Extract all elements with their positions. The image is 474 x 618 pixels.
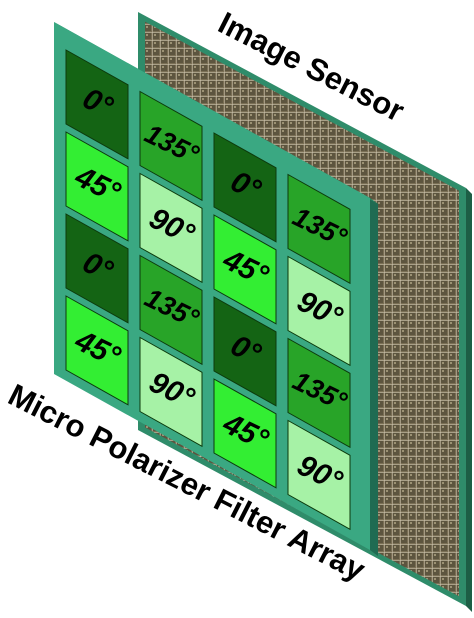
- filter-tile-surface: [287, 173, 351, 285]
- filter-tile-90deg: 90°: [287, 255, 351, 367]
- filter-tile-surface: [287, 255, 351, 367]
- filter-tile-0deg: 0°: [65, 213, 129, 324]
- filter-tile-135deg: 135°: [139, 254, 204, 366]
- filter-tile-0deg: 0°: [213, 132, 277, 243]
- filter-tile-surface: [287, 419, 351, 531]
- filter-tile-surface: [65, 49, 129, 160]
- filter-tile-45deg: 45°: [213, 214, 277, 325]
- filter-tile-0deg: 0°: [65, 49, 129, 160]
- filter-tile-surface: [139, 336, 203, 448]
- filter-tiles: 0°135°0°135°45°90°45°90°0°135°0°135°45°9…: [65, 49, 352, 531]
- filter-tile-surface: [213, 214, 277, 325]
- filter-tile-0deg: 0°: [213, 296, 277, 407]
- filter-tile-surface: [213, 296, 277, 407]
- filter-tile-45deg: 45°: [65, 131, 129, 242]
- filter-tile-surface: [65, 131, 129, 242]
- filter-tile-45deg: 45°: [65, 295, 129, 406]
- filter-tile-surface: [65, 295, 129, 406]
- filter-frame-border: [54, 22, 370, 550]
- filter-frame-side: [370, 198, 378, 556]
- filter-tile-surface: [287, 337, 351, 449]
- filter-tile-surface: [65, 213, 129, 324]
- filter-tile-90deg: 90°: [139, 172, 203, 284]
- filter-tile-surface: [139, 254, 203, 366]
- filter-tile-45deg: 45°: [213, 378, 277, 489]
- sensor-side-edge: [466, 188, 472, 612]
- filter-tile-surface: [213, 132, 277, 243]
- filter-tile-surface: [139, 172, 203, 284]
- filter-tile-surface: [139, 90, 203, 202]
- filter-tile-90deg: 90°: [139, 336, 203, 448]
- filter-array-frame: [54, 22, 378, 556]
- filter-tile-135deg: 135°: [287, 173, 352, 285]
- filter-tile-135deg: 135°: [287, 337, 352, 449]
- filter-tile-135deg: 135°: [139, 90, 204, 202]
- filter-tile-surface: [213, 378, 277, 489]
- filter-tile-90deg: 90°: [287, 419, 351, 531]
